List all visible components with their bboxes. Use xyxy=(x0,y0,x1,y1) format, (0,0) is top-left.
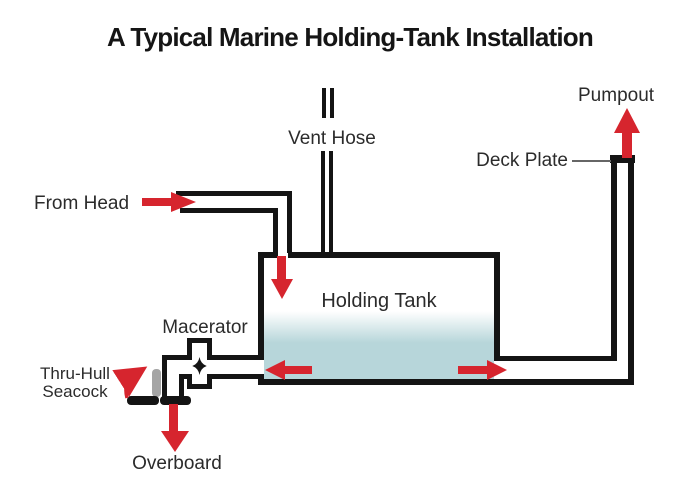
seacock-handle xyxy=(152,369,161,397)
macerator-label: Macerator xyxy=(162,317,248,338)
from-head-pipe-top xyxy=(176,191,292,196)
macerator-star-icon xyxy=(192,357,207,375)
thru-hull-label-line2: Seacock xyxy=(42,382,108,401)
seacock-turn-arrow-icon xyxy=(112,366,148,399)
deck-plate-fitting xyxy=(610,155,635,163)
overboard-pipe-inner-wall xyxy=(179,374,184,400)
tank-to-macerator-flow-arrow-shaft xyxy=(284,366,312,374)
from-head-flow-arrow-shaft xyxy=(142,198,172,206)
tank-top-border-left xyxy=(258,252,278,258)
vent-hose-upper-left-line xyxy=(322,88,326,118)
thru-hull-label-line1: Thru-Hull xyxy=(40,364,110,383)
pumpout-flow-arrow-shaft xyxy=(622,132,632,158)
tank-to-pumpout-flow-arrow-shaft xyxy=(458,366,488,374)
overboard-label: Overboard xyxy=(132,453,222,474)
vent-hose-label: Vent Hose xyxy=(288,128,376,149)
tank-to-macerator-flow-arrow-icon xyxy=(265,360,285,380)
thru-hull-seacock-label: Thru-Hull Seacock xyxy=(10,365,140,401)
tank-top-border-right xyxy=(288,252,500,258)
from-head-pipe-right xyxy=(287,191,292,253)
pumpout-pipe-left-wall xyxy=(611,163,617,356)
diagram-title: A Typical Marine Holding-Tank Installati… xyxy=(107,22,594,52)
vent-hose-lower-right-line xyxy=(329,151,333,253)
from-head-pipe-bottom xyxy=(180,208,278,213)
pumpout-pipe-horizontal-top xyxy=(500,356,617,361)
holding-tank-liquid xyxy=(264,258,494,379)
vent-hose-upper-right-line xyxy=(330,88,334,118)
tank-right-border xyxy=(494,252,500,361)
macerator-pipe-top xyxy=(162,355,264,360)
pumpout-flow-arrow-icon xyxy=(614,108,640,133)
thru-hull-bar-right xyxy=(160,396,191,405)
vent-hose-lower-left-line xyxy=(321,151,325,253)
tank-inlet-flow-arrow-icon xyxy=(271,279,293,299)
holding-tank-label: Holding Tank xyxy=(321,290,437,312)
overboard-pipe-outer-wall xyxy=(162,355,167,400)
tank-to-pumpout-flow-arrow-icon xyxy=(487,360,507,380)
pumpout-label: Pumpout xyxy=(578,85,655,106)
macerator-pipe-bottom xyxy=(179,374,264,379)
thru-hull-bar-left xyxy=(127,396,159,405)
deck-plate-label: Deck Plate xyxy=(476,150,568,171)
from-head-label: From Head xyxy=(34,193,130,214)
tank-left-border-upper xyxy=(258,252,264,360)
overboard-flow-arrow-shaft xyxy=(169,404,178,432)
tank-inlet-flow-arrow-shaft xyxy=(277,256,286,281)
deck-plate-leader-line xyxy=(572,160,611,162)
pumpout-pipe-right-wall xyxy=(628,163,634,379)
from-head-pipe-inner xyxy=(273,208,278,253)
from-head-flow-arrow-icon xyxy=(171,192,196,212)
tank-bottom-and-outlet-pipe-bottom xyxy=(258,379,634,385)
overboard-flow-arrow-icon xyxy=(161,431,189,452)
